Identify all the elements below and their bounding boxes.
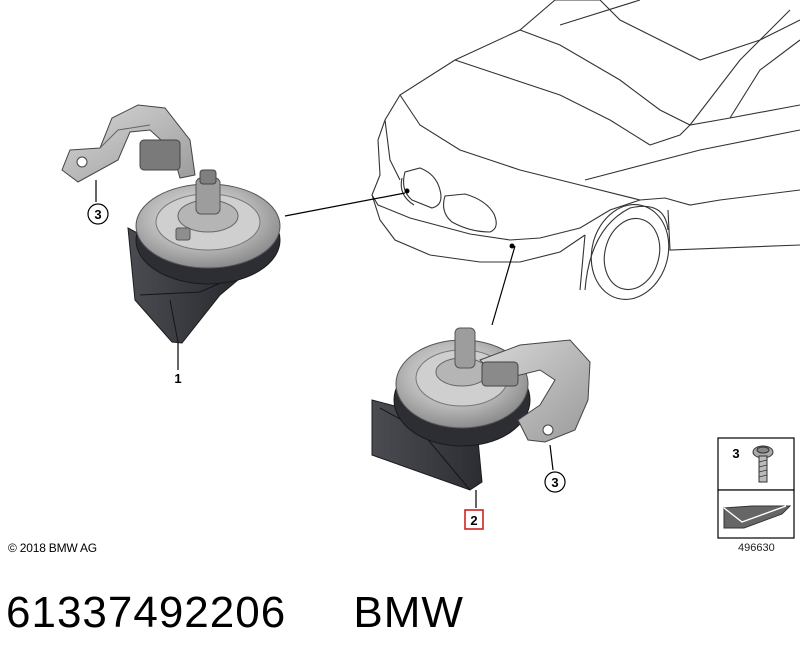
callout-screw-a: 3 xyxy=(87,203,109,225)
part-number: 61337492206 xyxy=(6,588,287,637)
horn-1-illustration xyxy=(61,104,281,344)
copyright-text: © 2018 BMW AG xyxy=(8,541,97,555)
svg-text:3: 3 xyxy=(732,446,739,461)
brand-name: BMW xyxy=(353,588,464,637)
car-outline xyxy=(371,0,800,300)
screw-icon xyxy=(752,445,774,483)
legend-box: 3 xyxy=(717,437,795,539)
callout-part-2-highlight: 2 xyxy=(464,509,484,530)
horn-2-illustration xyxy=(371,327,591,491)
leader-dot-bumper xyxy=(509,243,515,249)
leader-dot-grille xyxy=(404,188,410,194)
install-arrow-icon xyxy=(723,505,792,529)
callout-part-1: 1 xyxy=(174,371,181,386)
svg-text:3: 3 xyxy=(551,475,558,490)
svg-text:2: 2 xyxy=(470,513,477,528)
diagram-number: 496630 xyxy=(738,542,775,554)
leader-lines xyxy=(95,180,554,508)
svg-text:3: 3 xyxy=(94,207,101,222)
callout-screw-b: 3 xyxy=(544,471,566,493)
part-number-line: 61337492206 BMW xyxy=(6,588,464,638)
